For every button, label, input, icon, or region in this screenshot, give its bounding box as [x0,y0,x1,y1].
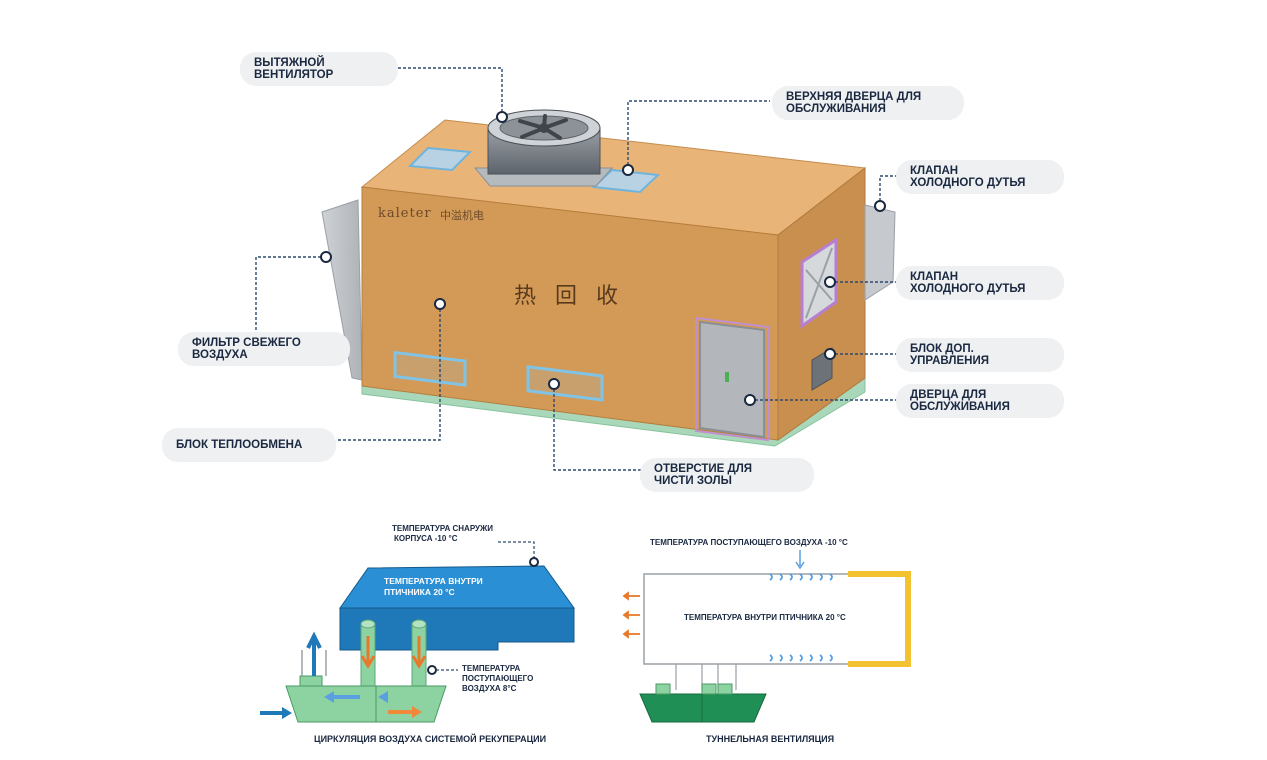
unit-front-text: 热 回 收 [514,284,624,309]
service-door [699,320,765,439]
left-diagram-caption: ЦИРКУЛЯЦИЯ ВОЗДУХА СИСТЕМОЙ РЕКУПЕРАЦИИ [314,734,547,744]
leader-lines [255,67,900,471]
callout-heat-exchange-unit: БЛОК ТЕПЛООБМЕНА [162,428,336,462]
callout-cold-blow-valve-top: КЛАПАН ХОЛОДНОГО ДУТЬЯ [896,160,1064,194]
unit-brand: kaleter [378,206,432,221]
callout-aux-control-unit: БЛОК ДОП. УПРАВЛЕНИЯ [896,338,1064,372]
callout-cold-valve-top-line1: КЛАПАН [910,165,959,177]
callout-filter-line1: ФИЛЬТР СВЕЖЕГО [192,337,301,349]
left-incoming-temp-line1: ТЕМПЕРАТУРА [462,664,521,673]
heat-recovery-unit [321,109,896,447]
hatch-left [393,350,467,387]
callout-upper-door-line1: ВЕРХНЯЯ ДВЕРЦА ДЛЯ [786,91,922,103]
callout-service-door-line2: ОБСЛУЖИВАНИЯ [910,401,1010,413]
callout-exhaust-fan-line2: ВЕНТИЛЯТОР [254,69,334,81]
left-outside-temp-line2: КОРПУСА -10 °С [394,534,458,543]
dot-exhaust-fan [496,111,508,123]
callout-ash-hole-line2: ЧИСТИ ЗОЛЫ [654,475,732,487]
left-outside-temp-line1: ТЕМПЕРАТУРА СНАРУЖИ [392,524,493,533]
tunnel-diagram [622,550,911,723]
callout-cold-valve-side-line2: ХОЛОДНОГО ДУТЬЯ [910,283,1026,295]
right-diagram-caption: ТУННЕЛЬНАЯ ВЕНТИЛЯЦИЯ [706,734,835,744]
callout-heat-exchange-line1: БЛОК ТЕПЛООБМЕНА [176,439,303,451]
left-inside-temp-line2: ПТИЧНИКА 20 °С [384,587,455,597]
dot-service-door [744,394,756,406]
callout-service-door: ДВЕРЦА ДЛЯ ОБСЛУЖИВАНИЯ [896,384,1064,418]
recuperator-right [639,693,767,723]
left-inside-temp: ТЕМПЕРАТУРА ВНУТРИ ПТИЧНИКА 20 °С [384,576,483,598]
left-incoming-temp-line3: ВОЗДУХА 8°С [462,684,517,693]
callout-ash-cleaning-hole: ОТВЕРСТИЕ ДЛЯ ЧИСТИ ЗОЛЫ [640,458,814,492]
unit-brand-cn: 中溢机电 [440,209,484,222]
callout-cold-valve-side-line1: КЛАПАН [910,271,959,283]
recuperation-diagram [260,541,575,723]
callout-upper-door-line2: ОБСЛУЖИВАНИЯ [786,103,886,115]
left-incoming-temp-line2: ПОСТУПАЮЩЕГО [462,674,534,683]
dot-aux-control [824,348,836,360]
left-outside-temp: ТЕМПЕРАТУРА СНАРУЖИ КОРПУСА -10 °С [392,524,493,544]
callout-service-door-line1: ДВЕРЦА ДЛЯ [910,389,987,401]
callout-fresh-air-filter: ФИЛЬТР СВЕЖЕГО ВОЗДУХА [178,332,350,366]
right-incoming-temp: ТЕМПЕРАТУРА ПОСТУПАЮЩЕГО ВОЗДУХА -10 °С [650,538,848,547]
dot-ash-hole [548,378,560,390]
dot-cold-valve-side [824,276,836,288]
callout-cold-valve-top-line2: ХОЛОДНОГО ДУТЬЯ [910,177,1026,189]
callout-ash-hole-line1: ОТВЕРСТИЕ ДЛЯ [654,463,753,475]
dot-heat-exchange [434,298,446,310]
recuperator-left [285,685,447,723]
callout-dots [320,111,886,406]
exhaust-fan [473,109,614,187]
callout-filter-line2: ВОЗДУХА [192,349,248,361]
callout-upper-service-door: ВЕРХНЯЯ ДВЕРЦА ДЛЯ ОБСЛУЖИВАНИЯ [772,86,964,120]
tunnel-house [643,573,909,665]
callout-aux-control-line2: УПРАВЛЕНИЯ [910,355,989,367]
dot-filter [320,251,332,263]
callout-aux-control-line1: БЛОК ДОП. [910,343,974,355]
right-inside-temp: ТЕМПЕРАТУРА ВНУТРИ ПТИЧНИКА 20 °С [684,613,846,622]
callout-cold-blow-valve-side: КЛАПАН ХОЛОДНОГО ДУТЬЯ [896,266,1064,300]
dot-cold-valve-top [874,200,886,212]
hatch-middle [526,365,604,402]
left-inside-temp-line1: ТЕМПЕРАТУРА ВНУТРИ [384,576,483,586]
callout-exhaust-fan-line1: ВЫТЯЖНОЙ [254,57,325,69]
callout-exhaust-fan: ВЫТЯЖНОЙ ВЕНТИЛЯТОР [240,52,398,86]
cold-blow-hood [864,204,896,301]
top-door-left [407,146,473,172]
left-incoming-temp: ТЕМПЕРАТУРА ПОСТУПАЮЩЕГО ВОЗДУХА 8°С [462,664,533,694]
tunnel-inlet-yellow [848,571,911,667]
house-roof-left [339,565,575,609]
dot-upper-door [622,164,634,176]
